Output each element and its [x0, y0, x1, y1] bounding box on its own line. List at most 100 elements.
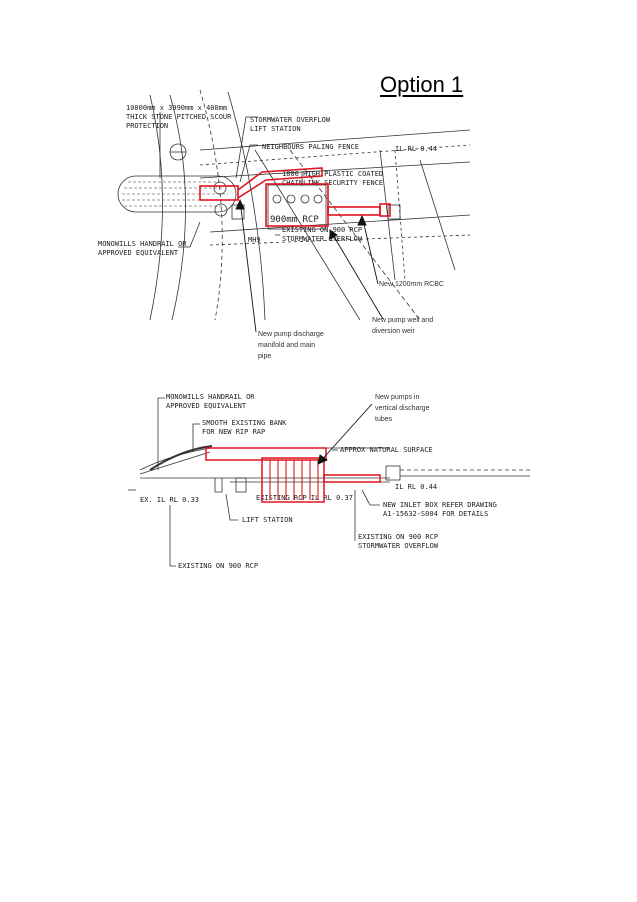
plan-markup — [199, 167, 391, 227]
bank-label-2: FOR NEW RIP RAP — [202, 428, 265, 436]
manifold-note-1: New pump discharge — [258, 331, 324, 338]
markup-rcbc-end — [379, 203, 391, 217]
security-fence-label-1: 1800 HIGH PLASTIC COATED — [282, 170, 383, 178]
pump-circle — [272, 194, 282, 204]
rcbc-arrow — [361, 215, 379, 285]
scour-label-3: PROTECTION — [126, 122, 168, 130]
manifold-note-3: pipe — [258, 353, 271, 360]
plan-labels: 10000mm x 3990mm x 400mm THICK STONE PIT… — [98, 104, 437, 257]
plan-annotations — [235, 198, 384, 333]
arrow-head — [235, 198, 245, 210]
existing-rcp-label-2: STORMWATER OVERFLOW — [282, 235, 363, 243]
section-lift-station-label: LIFT STATION — [242, 516, 293, 524]
pump-well-note-2: diversion weir — [372, 328, 415, 335]
section-riprap — [149, 445, 213, 471]
scour-label-1: 10000mm x 3990mm x 400mm — [126, 104, 227, 112]
handrail-label-1: MONOWILLS HANDRAIL OR — [98, 240, 187, 248]
existing-bottom-label: EXISTING ON 900 RCP — [178, 562, 258, 570]
lift-station-label-1: STORMWATER OVERFLOW — [250, 116, 331, 124]
pump-circle — [300, 194, 310, 204]
manifold-arrow — [239, 199, 257, 333]
section-lift-pit — [214, 478, 223, 493]
markup-section-rcbc — [323, 474, 381, 483]
paling-fence-label: NEIGHBOURS PALING FENCE — [262, 143, 359, 151]
pumps-note-2: vertical discharge — [375, 405, 430, 412]
plan-view — [117, 89, 471, 321]
rcp-il-label: EXISTING RCP IL RL 0.37 — [256, 494, 353, 502]
leader-line — [361, 489, 380, 506]
leader-line — [225, 493, 238, 521]
plan-line — [149, 94, 163, 321]
existing-rcp-label-1: EXISTING ON 900 RCP — [282, 226, 362, 234]
leader-line — [157, 397, 165, 470]
plan-line — [209, 214, 471, 233]
plan-line — [209, 234, 471, 246]
mh-label: MH9 — [248, 236, 261, 244]
arrow-head — [317, 454, 328, 465]
section-handrail-label-2: APPROVED EQUIVALENT — [166, 402, 247, 410]
markup-discharge-pipe — [199, 185, 239, 201]
markup-pump-well — [265, 183, 329, 227]
plan-line — [227, 91, 266, 321]
leader-line — [178, 221, 201, 248]
leader-line — [192, 423, 200, 452]
lift-station-label-2: LIFT STATION — [250, 125, 301, 133]
plan-inlet-box — [387, 204, 401, 220]
rcbc-note: New 1200mm RCBC — [379, 281, 444, 288]
section-notes: New pumps in vertical discharge tubes — [375, 394, 430, 423]
plan-notes: New 1200mm RCBC New pump well and divers… — [258, 281, 444, 360]
section-labels: MONOWILLS HANDRAIL OR APPROVED EQUIVALEN… — [140, 393, 497, 570]
markup-pump-tubes — [269, 460, 319, 500]
scour-stones — [122, 181, 228, 207]
section-existing-label-1: EXISTING ON 900 RCP — [358, 533, 438, 541]
scour-label-2: THICK STONE PITCHED SCOUR — [126, 113, 232, 121]
il-label: IL RL 0.44 — [395, 483, 437, 491]
section-line — [139, 451, 211, 475]
section-markup — [205, 447, 381, 503]
markup-rcbc — [327, 206, 381, 216]
plan-line — [199, 89, 223, 321]
section-existing-label-2: STORMWATER OVERFLOW — [358, 542, 439, 550]
pumps-arrow — [317, 403, 373, 465]
pipe-label: 900mm RCP — [270, 215, 319, 225]
page-title: Option 1 — [380, 72, 464, 97]
pump-circle — [313, 194, 323, 204]
section-inlet-box — [385, 465, 401, 481]
pump-well-note-1: New pump well and — [372, 317, 433, 324]
markup-discharge-manifold — [237, 167, 323, 199]
plan-line — [379, 149, 396, 281]
leader-line — [239, 144, 258, 183]
plan-line — [199, 161, 471, 179]
pumps-note-3: tubes — [375, 416, 393, 423]
security-fence-label-2: CHAINLINK SECURITY FENCE — [282, 179, 383, 187]
pumps-note-1: New pumps in — [375, 394, 419, 401]
section-pit — [235, 477, 247, 493]
arrow-head — [329, 229, 338, 240]
inlet-label-1: NEW INLET BOX REFER DRAWING — [383, 501, 497, 509]
markup-section-manifold — [205, 447, 327, 461]
section-handrail-label-1: MONOWILLS HANDRAIL OR — [166, 393, 255, 401]
plan-line — [199, 129, 471, 151]
natural-surface-label: APPROX NATURAL SURFACE — [340, 446, 433, 454]
section-annotations — [317, 403, 373, 465]
plan-line — [289, 149, 421, 321]
plan-pump-well-outline — [267, 184, 327, 230]
pump-circle — [286, 194, 296, 204]
plan-line — [169, 94, 186, 321]
leader-line — [169, 505, 176, 567]
plan-pit — [213, 181, 227, 195]
ex-il-label: EX. IL RL 0.33 — [140, 496, 199, 504]
leader-line — [235, 116, 258, 179]
plan-line — [254, 149, 361, 321]
il-top-label: IL RL 0.44 — [395, 145, 437, 153]
arrow-head — [357, 214, 367, 226]
manifold-note-2: manifold and main — [258, 342, 315, 349]
plan-line — [394, 149, 406, 281]
plan-line — [419, 159, 456, 271]
handrail-label-2: APPROVED EQUIVALENT — [98, 249, 179, 257]
inlet-label-2: A1-15632-S004 FOR DETAILS — [383, 510, 488, 518]
scour-protection — [117, 175, 237, 213]
plan-pit — [214, 203, 228, 217]
